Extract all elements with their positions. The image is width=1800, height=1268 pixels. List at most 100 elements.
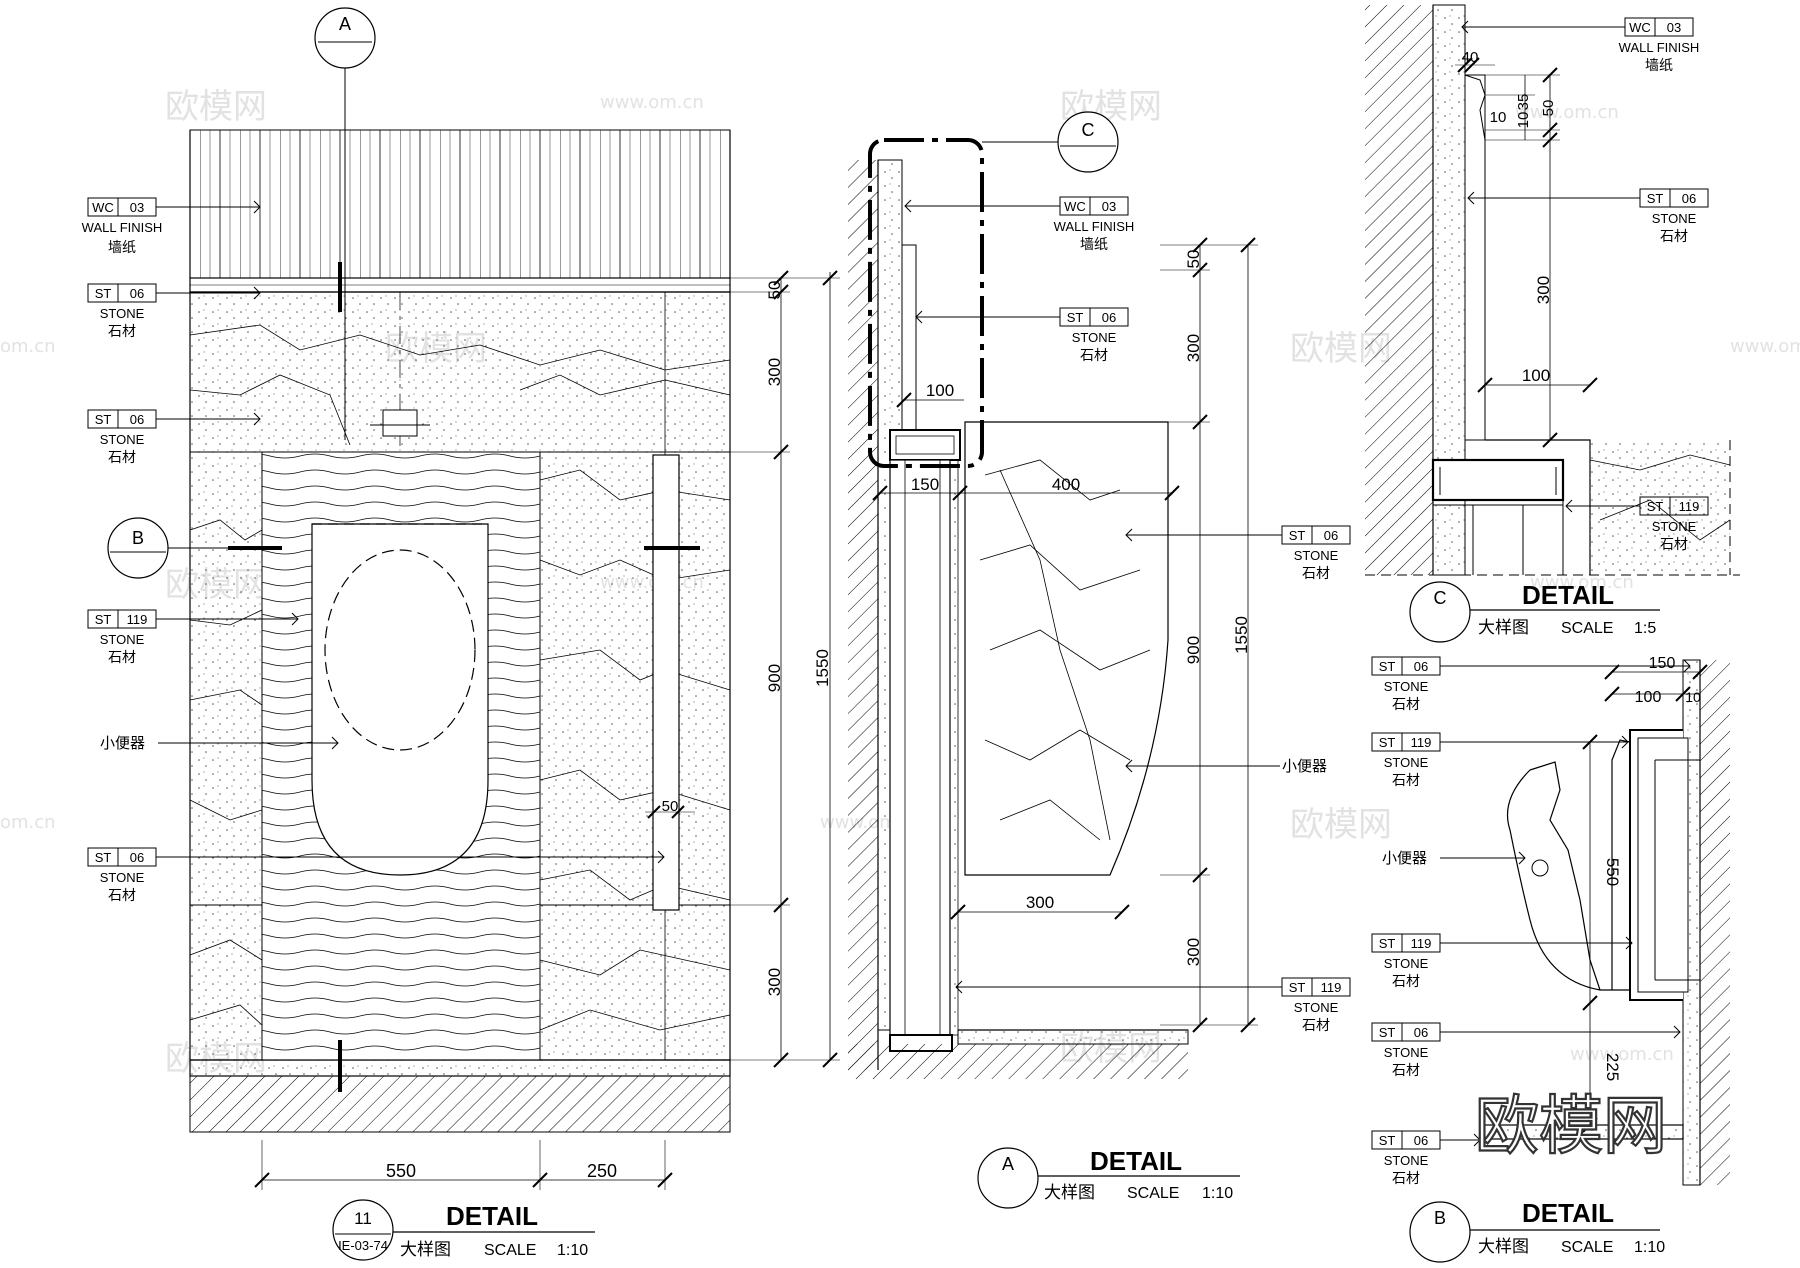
dim-50-pipe: 50 (662, 798, 679, 815)
title-a-detail: DETAIL (1090, 1146, 1182, 1176)
dim-50-elev: 50 (765, 281, 784, 300)
tag-cn: 墙纸 (1080, 237, 1108, 253)
tag-code: WC (1629, 20, 1651, 35)
dim-900-elev: 900 (765, 664, 784, 692)
title-c-scale-label: SCALE (1561, 620, 1613, 637)
section-a-dims (872, 237, 1258, 1033)
flush-pipe (652, 454, 680, 911)
tag-urinal-elev: 小便器 (100, 734, 339, 752)
tag-cn: 石材 (108, 450, 136, 466)
tag-st06-elev-1: ST 06 STONE 石材 (87, 283, 261, 340)
dim-300-section-a-top: 300 (1184, 334, 1203, 362)
tag-wc03-elev: WC 03 WALL FINISH 墙纸 (82, 197, 261, 256)
tag-code: ST (1289, 528, 1306, 543)
tag-code: ST (1379, 1025, 1396, 1040)
valve-box (382, 409, 418, 437)
tag-code: WC (92, 200, 114, 215)
dim-10-detail-b: 10 (1685, 689, 1701, 705)
floor-finish (189, 1059, 731, 1077)
tag-en: STONE (1652, 211, 1697, 226)
tag-en: STONE (100, 632, 145, 647)
watermark-site-2: www.om.cn (1515, 102, 1619, 123)
tag-code: ST (95, 412, 112, 427)
dim-40-detail-c: 40 (1462, 49, 1479, 66)
tag-en: STONE (1384, 755, 1429, 770)
title-11-sheet: IE-03-74 (338, 1238, 388, 1253)
tag-num: 03 (130, 200, 144, 215)
title-b-scale-label: SCALE (1561, 1239, 1613, 1256)
title-11-number: 11 (354, 1209, 372, 1228)
elevation-11 (168, 62, 731, 1133)
tag-st119-detail-b-2: ST 119 STONE 石材 (1371, 933, 1633, 990)
title-c-letter: C (1434, 588, 1447, 608)
tag-num: 06 (130, 850, 144, 865)
tag-code: ST (1379, 1133, 1396, 1148)
detail-b (1479, 659, 1730, 1186)
tag-en: STONE (1384, 1045, 1429, 1060)
tag-en: STONE (1294, 1000, 1339, 1015)
title-b-letter: B (1434, 1208, 1446, 1228)
tag-st06-elev-2: ST 06 STONE 石材 (87, 409, 261, 466)
tag-cn: 石材 (108, 324, 136, 340)
title-b-cn: 大样图 (1478, 1237, 1529, 1257)
stone-ledge-detail-c (1431, 458, 1565, 502)
callout-marker-c: C (1057, 111, 1119, 173)
tag-cn: 石材 (1302, 1018, 1330, 1034)
dim-100-detail-c: 100 (1522, 366, 1550, 385)
section-marker-b-left: B (107, 517, 169, 579)
wall-hatch-detail-b (1700, 660, 1730, 1185)
title-detail-b: B DETAIL 大样图 SCALE 1:10 (1409, 1198, 1665, 1263)
title-c-detail: DETAIL (1522, 580, 1614, 610)
title-detail-11: 11 IE-03-74 DETAIL 大样图 SCALE 1:10 (332, 1199, 595, 1261)
dim-400-section-a: 400 (1052, 475, 1080, 494)
tag-cn: 石材 (1660, 537, 1688, 553)
tag-num: 119 (1411, 936, 1432, 951)
urinal-front-view (311, 523, 489, 876)
dim-300-section-a-horizontal: 300 (1026, 893, 1054, 912)
elevation-vertical-dims (730, 270, 840, 1068)
tag-code: ST (1379, 936, 1396, 951)
urinal-bowl-hidden (324, 549, 476, 751)
title-c-scale: 1:5 (1634, 620, 1656, 637)
title-11-scale: 1:10 (557, 1242, 588, 1259)
tag-num: 119 (1321, 980, 1342, 995)
watermark-site-3: om.cn (0, 336, 56, 357)
tag-code: ST (1379, 735, 1396, 750)
floor-section-a (957, 1029, 1189, 1045)
title-a-letter: A (1002, 1154, 1014, 1174)
tag-code: ST (95, 286, 112, 301)
tag-cn: 墙纸 (108, 240, 136, 256)
detail-b-dims (1582, 664, 1708, 1133)
tag-num: 06 (1414, 1133, 1428, 1148)
dim-300-elev-bottom: 300 (765, 968, 784, 996)
dim-225-detail-b: 225 (1603, 1053, 1622, 1081)
detail-c (1365, 4, 1740, 576)
tag-en: WALL FINISH (82, 220, 163, 235)
elevation-horizontal-dims (254, 805, 695, 1190)
dim-300-detail-c: 300 (1534, 276, 1553, 304)
tag-st119-section-a: ST 119 STONE 石材 (955, 977, 1351, 1034)
tag-urinal-text: 小便器 (1382, 849, 1427, 867)
wall-hatch-detail-c (1365, 5, 1433, 575)
tag-num: 06 (130, 412, 144, 427)
stone-cladding (889, 459, 951, 1036)
watermark-site-10: www.om.cn (1570, 1044, 1674, 1065)
tag-urinal-section-a: 小便器 (1125, 757, 1327, 775)
dim-1550-elev: 1550 (813, 649, 832, 687)
watermark-logo-large: 欧模网 (1475, 1090, 1667, 1164)
tag-en: STONE (1384, 679, 1429, 694)
title-a-cn: 大样图 (1044, 1183, 1095, 1203)
dim-100-detail-b: 100 (1635, 689, 1662, 706)
tag-cn: 石材 (108, 888, 136, 904)
dim-50-section-a: 50 (1184, 250, 1203, 269)
marker-c-label: C (1082, 120, 1095, 140)
dim-1550-section-a: 1550 (1232, 616, 1251, 654)
dim-50-detail-c: 50 (1540, 100, 1557, 117)
dim-900-section-a: 900 (1184, 636, 1203, 664)
tag-cn: 墙纸 (1645, 58, 1673, 74)
tag-cn: 石材 (1302, 566, 1330, 582)
section-a (848, 138, 1189, 1079)
tag-code: ST (1379, 659, 1396, 674)
stone-ledge (889, 429, 961, 461)
tag-en: STONE (1384, 956, 1429, 971)
